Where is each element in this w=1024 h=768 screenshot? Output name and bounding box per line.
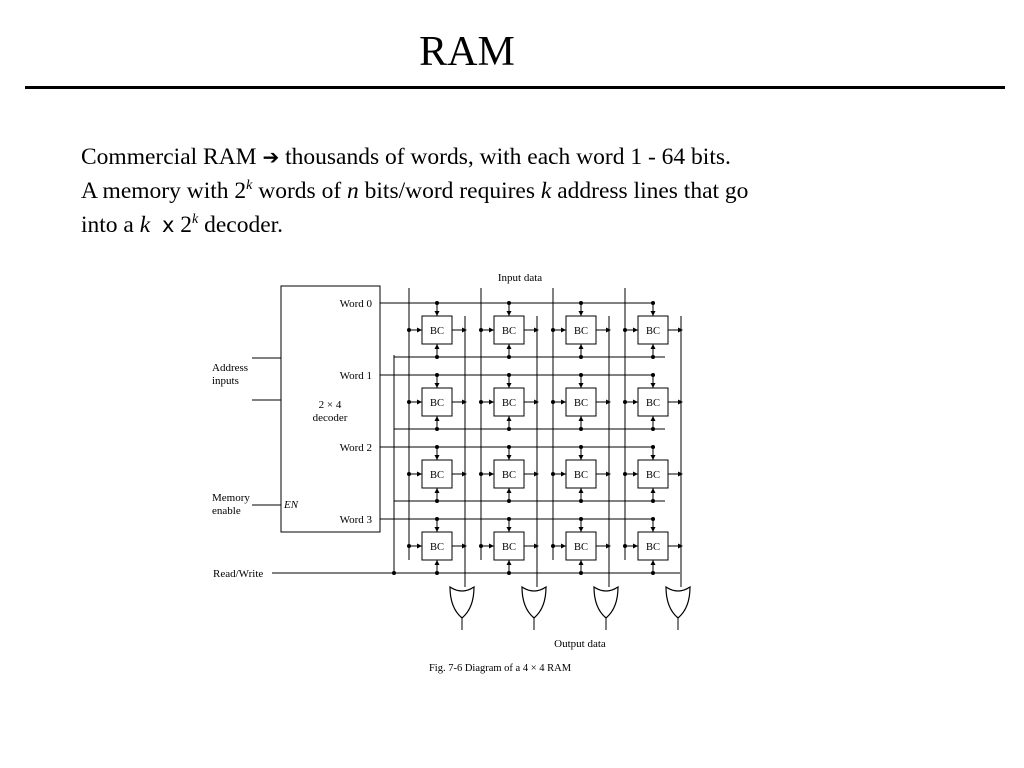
bc-cell bbox=[565, 531, 597, 561]
bc-cell-label: BC bbox=[430, 398, 444, 409]
arrowhead bbox=[417, 543, 422, 549]
bc-cell-label: BC bbox=[646, 542, 660, 553]
input-data-label: Input data bbox=[498, 272, 542, 284]
bc-cell-label: BC bbox=[430, 326, 444, 337]
arrowhead bbox=[417, 399, 422, 405]
arrowhead bbox=[650, 560, 656, 565]
bc-cell-label: BC bbox=[502, 398, 516, 409]
arrowhead bbox=[489, 399, 494, 405]
title-divider bbox=[25, 86, 1005, 89]
arrowhead bbox=[489, 327, 494, 333]
arrowhead bbox=[650, 311, 656, 316]
arrowhead bbox=[434, 560, 440, 565]
arrowhead bbox=[650, 416, 656, 421]
arrowhead bbox=[434, 527, 440, 532]
arrowhead bbox=[578, 560, 584, 565]
decoder-label: 2 × 4 bbox=[319, 399, 342, 411]
arrowhead bbox=[578, 455, 584, 460]
arrowhead bbox=[578, 488, 584, 493]
output-data-label: Output data bbox=[554, 638, 606, 650]
arrowhead bbox=[434, 416, 440, 421]
arrowhead bbox=[650, 488, 656, 493]
arrowhead bbox=[561, 471, 566, 477]
arrowhead bbox=[633, 399, 638, 405]
arrowhead bbox=[650, 455, 656, 460]
arrowhead bbox=[417, 327, 422, 333]
arrowhead bbox=[506, 455, 512, 460]
bc-cell-label: BC bbox=[430, 542, 444, 553]
slide-title: RAM bbox=[419, 29, 515, 75]
arrowhead bbox=[506, 416, 512, 421]
memory-enable-label: enable bbox=[212, 505, 241, 517]
arrowhead bbox=[434, 311, 440, 316]
word-label: Word 1 bbox=[340, 370, 372, 382]
bc-cell-label: BC bbox=[502, 470, 516, 481]
arrowhead bbox=[434, 383, 440, 388]
body-text: Commercial RAM ➔ thousands of words, wit… bbox=[81, 140, 961, 242]
or-gate bbox=[449, 585, 475, 619]
address-inputs-label: inputs bbox=[212, 375, 239, 387]
address-inputs-label: Address bbox=[212, 362, 248, 374]
arrowhead bbox=[489, 471, 494, 477]
bc-cell bbox=[637, 531, 669, 561]
read-write-label: Read/Write bbox=[213, 568, 263, 580]
bc-cell-label: BC bbox=[574, 470, 588, 481]
bc-cell-label: BC bbox=[646, 326, 660, 337]
arrowhead bbox=[506, 383, 512, 388]
or-gate bbox=[521, 585, 547, 619]
body-line-2: A memory with 2k words of n bits/word re… bbox=[81, 178, 749, 204]
bc-cell bbox=[421, 459, 453, 489]
arrowhead bbox=[561, 327, 566, 333]
arrowhead bbox=[633, 543, 638, 549]
arrowhead bbox=[578, 416, 584, 421]
word-label: Word 2 bbox=[340, 442, 372, 454]
arrowhead bbox=[578, 311, 584, 316]
bc-cell-label: BC bbox=[574, 326, 588, 337]
arrowhead bbox=[434, 455, 440, 460]
arrowhead bbox=[434, 344, 440, 349]
or-gate bbox=[665, 585, 691, 619]
arrowhead bbox=[489, 543, 494, 549]
arrowhead bbox=[506, 311, 512, 316]
bc-cell-label: BC bbox=[430, 470, 444, 481]
or-gate bbox=[593, 585, 619, 619]
arrowhead bbox=[506, 527, 512, 532]
bc-cell-label: BC bbox=[574, 542, 588, 553]
arrowhead bbox=[650, 344, 656, 349]
arrowhead bbox=[561, 399, 566, 405]
arrowhead bbox=[578, 344, 584, 349]
arrowhead bbox=[434, 488, 440, 493]
arrowhead bbox=[506, 344, 512, 349]
bc-cell-label: BC bbox=[646, 470, 660, 481]
right-arrow-icon: ➔ bbox=[262, 145, 280, 169]
bc-cell bbox=[565, 315, 597, 345]
figure-caption: Fig. 7-6 Diagram of a 4 × 4 RAM bbox=[429, 663, 572, 674]
arrowhead bbox=[578, 527, 584, 532]
bc-cell bbox=[493, 387, 525, 417]
arrowhead bbox=[506, 560, 512, 565]
arrowhead bbox=[417, 471, 422, 477]
arrowhead bbox=[506, 488, 512, 493]
arrowhead bbox=[561, 543, 566, 549]
arrowhead bbox=[650, 383, 656, 388]
word-label: Word 0 bbox=[340, 298, 373, 310]
body-line-1: Commercial RAM ➔ thousands of words, wit… bbox=[81, 144, 731, 170]
decoder-label: decoder bbox=[313, 412, 348, 424]
decoder-box bbox=[280, 285, 381, 533]
arrowhead bbox=[633, 471, 638, 477]
arrowhead bbox=[650, 527, 656, 532]
en-label: EN bbox=[283, 499, 299, 511]
bc-cell-label: BC bbox=[502, 542, 516, 553]
word-label: Word 3 bbox=[340, 514, 373, 526]
bc-cell-label: BC bbox=[574, 398, 588, 409]
arrowhead bbox=[578, 383, 584, 388]
bc-cell-label: BC bbox=[646, 398, 660, 409]
bc-cell-label: BC bbox=[502, 326, 516, 337]
body-line-3: into a k x 2k decoder. bbox=[81, 212, 284, 238]
memory-enable-label: Memory bbox=[212, 492, 250, 504]
arrowhead bbox=[633, 327, 638, 333]
